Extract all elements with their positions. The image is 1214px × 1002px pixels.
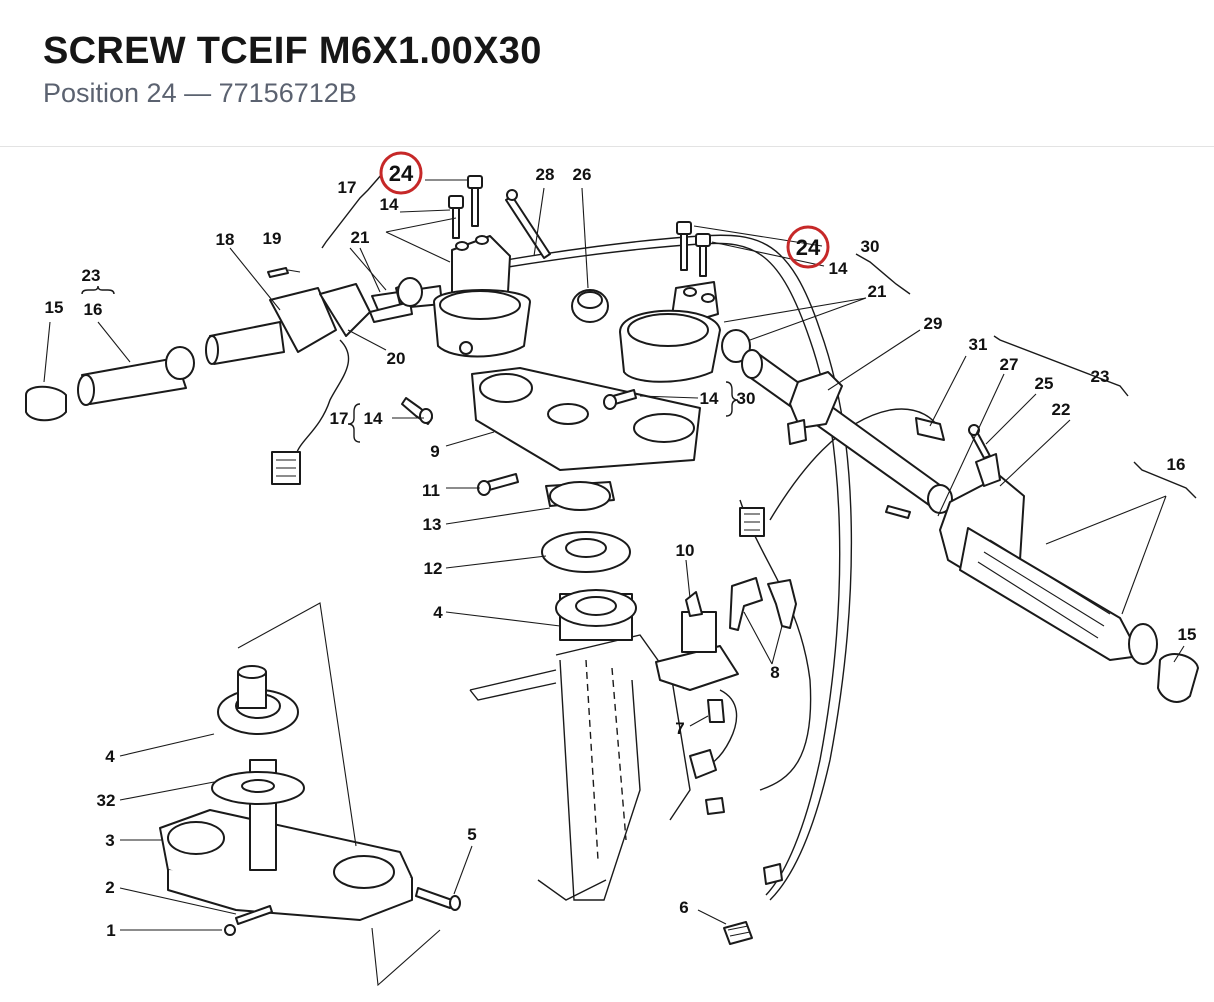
- callout-3[interactable]: 3: [105, 831, 114, 850]
- callout-30-top[interactable]: 30: [861, 237, 880, 256]
- callout-23-left[interactable]: 23: [82, 266, 101, 285]
- callout-7[interactable]: 7: [675, 719, 684, 738]
- callout-17-top[interactable]: 17: [338, 178, 357, 197]
- callout-14-top-left[interactable]: 14: [380, 195, 399, 214]
- callout-24-right[interactable]: 24: [796, 235, 821, 260]
- callout-21-right[interactable]: 21: [868, 282, 887, 301]
- callout-14-center[interactable]: 14: [700, 389, 719, 408]
- grouping-braces: [81, 173, 1197, 499]
- screw-24-left: [467, 175, 483, 227]
- callout-6[interactable]: 6: [679, 898, 688, 917]
- callout-9[interactable]: 9: [430, 442, 439, 461]
- callout-10[interactable]: 10: [676, 541, 695, 560]
- callout-16-right[interactable]: 16: [1167, 455, 1186, 474]
- callout-32[interactable]: 32: [97, 791, 116, 810]
- callout-21-left[interactable]: 21: [351, 228, 370, 247]
- screw-24-right: [676, 221, 692, 271]
- lower-triple-clamp: [159, 665, 461, 936]
- callout-27[interactable]: 27: [1000, 355, 1019, 374]
- callout-30-center[interactable]: 30: [737, 389, 756, 408]
- frame-tube: [469, 634, 691, 901]
- callout-4-lower[interactable]: 4: [105, 747, 115, 766]
- callout-17-left[interactable]: 17: [330, 409, 349, 428]
- page-subtitle: Position 24 — 77156712B: [43, 78, 357, 109]
- diagram-canvas: 1 2 3 4 4 5 6 7 8 9 10 11 12 13 14 14 14…: [25, 151, 1199, 987]
- callout-20[interactable]: 20: [387, 349, 406, 368]
- header: SCREW TCEIF M6X1.00X30 Position 24 — 771…: [0, 0, 1214, 147]
- callout-8[interactable]: 8: [770, 663, 779, 682]
- lower-assembly-bracket: [237, 602, 441, 987]
- callout-29[interactable]: 29: [924, 314, 943, 333]
- highlight-circle-24-left: [379, 151, 423, 195]
- ignition-switch: [655, 577, 797, 779]
- separator: —: [184, 78, 212, 108]
- page-title: SCREW TCEIF M6X1.00X30: [43, 30, 542, 72]
- screw-14-right: [695, 233, 711, 277]
- callout-5[interactable]: 5: [467, 825, 476, 844]
- callout-26[interactable]: 26: [573, 165, 592, 184]
- cables: [295, 234, 941, 901]
- right-handlebar-group: [739, 349, 1199, 703]
- part-number: 77156712B: [218, 78, 357, 108]
- callout-12[interactable]: 12: [424, 559, 443, 578]
- callout-16-left[interactable]: 16: [84, 300, 103, 319]
- highlight-circle-24-right: [786, 225, 830, 269]
- callout-2[interactable]: 2: [105, 878, 114, 897]
- exploded-parts-diagram: 1 2 3 4 4 5 6 7 8 9 10 11 12 13 14 14 14…: [0, 148, 1214, 1002]
- callout-31[interactable]: 31: [969, 335, 988, 354]
- callout-24-left[interactable]: 24: [389, 161, 414, 186]
- callout-19[interactable]: 19: [263, 229, 282, 248]
- callout-14-top-right[interactable]: 14: [829, 259, 848, 278]
- callout-15-right[interactable]: 15: [1178, 625, 1197, 644]
- right-clamp: [397, 277, 751, 383]
- callout-14-left[interactable]: 14: [364, 409, 383, 428]
- screw-14-left: [448, 195, 464, 239]
- leader-lines: [43, 179, 1185, 931]
- callout-13[interactable]: 13: [423, 515, 442, 534]
- callout-28[interactable]: 28: [536, 165, 555, 184]
- fasteners: [401, 175, 991, 945]
- callout-23-right[interactable]: 23: [1091, 367, 1110, 386]
- callout-18[interactable]: 18: [216, 230, 235, 249]
- callout-1[interactable]: 1: [106, 921, 115, 940]
- left-clamp: [433, 235, 531, 358]
- highlight-markers: [379, 151, 830, 269]
- callout-25[interactable]: 25: [1035, 374, 1054, 393]
- callout-4-upper[interactable]: 4: [433, 603, 443, 622]
- callout-15-left[interactable]: 15: [45, 298, 64, 317]
- callout-labels: 1 2 3 4 4 5 6 7 8 9 10 11 12 13 14 14 14…: [45, 161, 1197, 940]
- stem-parts: [471, 189, 701, 641]
- callout-11[interactable]: 11: [422, 481, 440, 500]
- callout-22[interactable]: 22: [1052, 400, 1071, 419]
- position-label: Position 24: [43, 78, 177, 108]
